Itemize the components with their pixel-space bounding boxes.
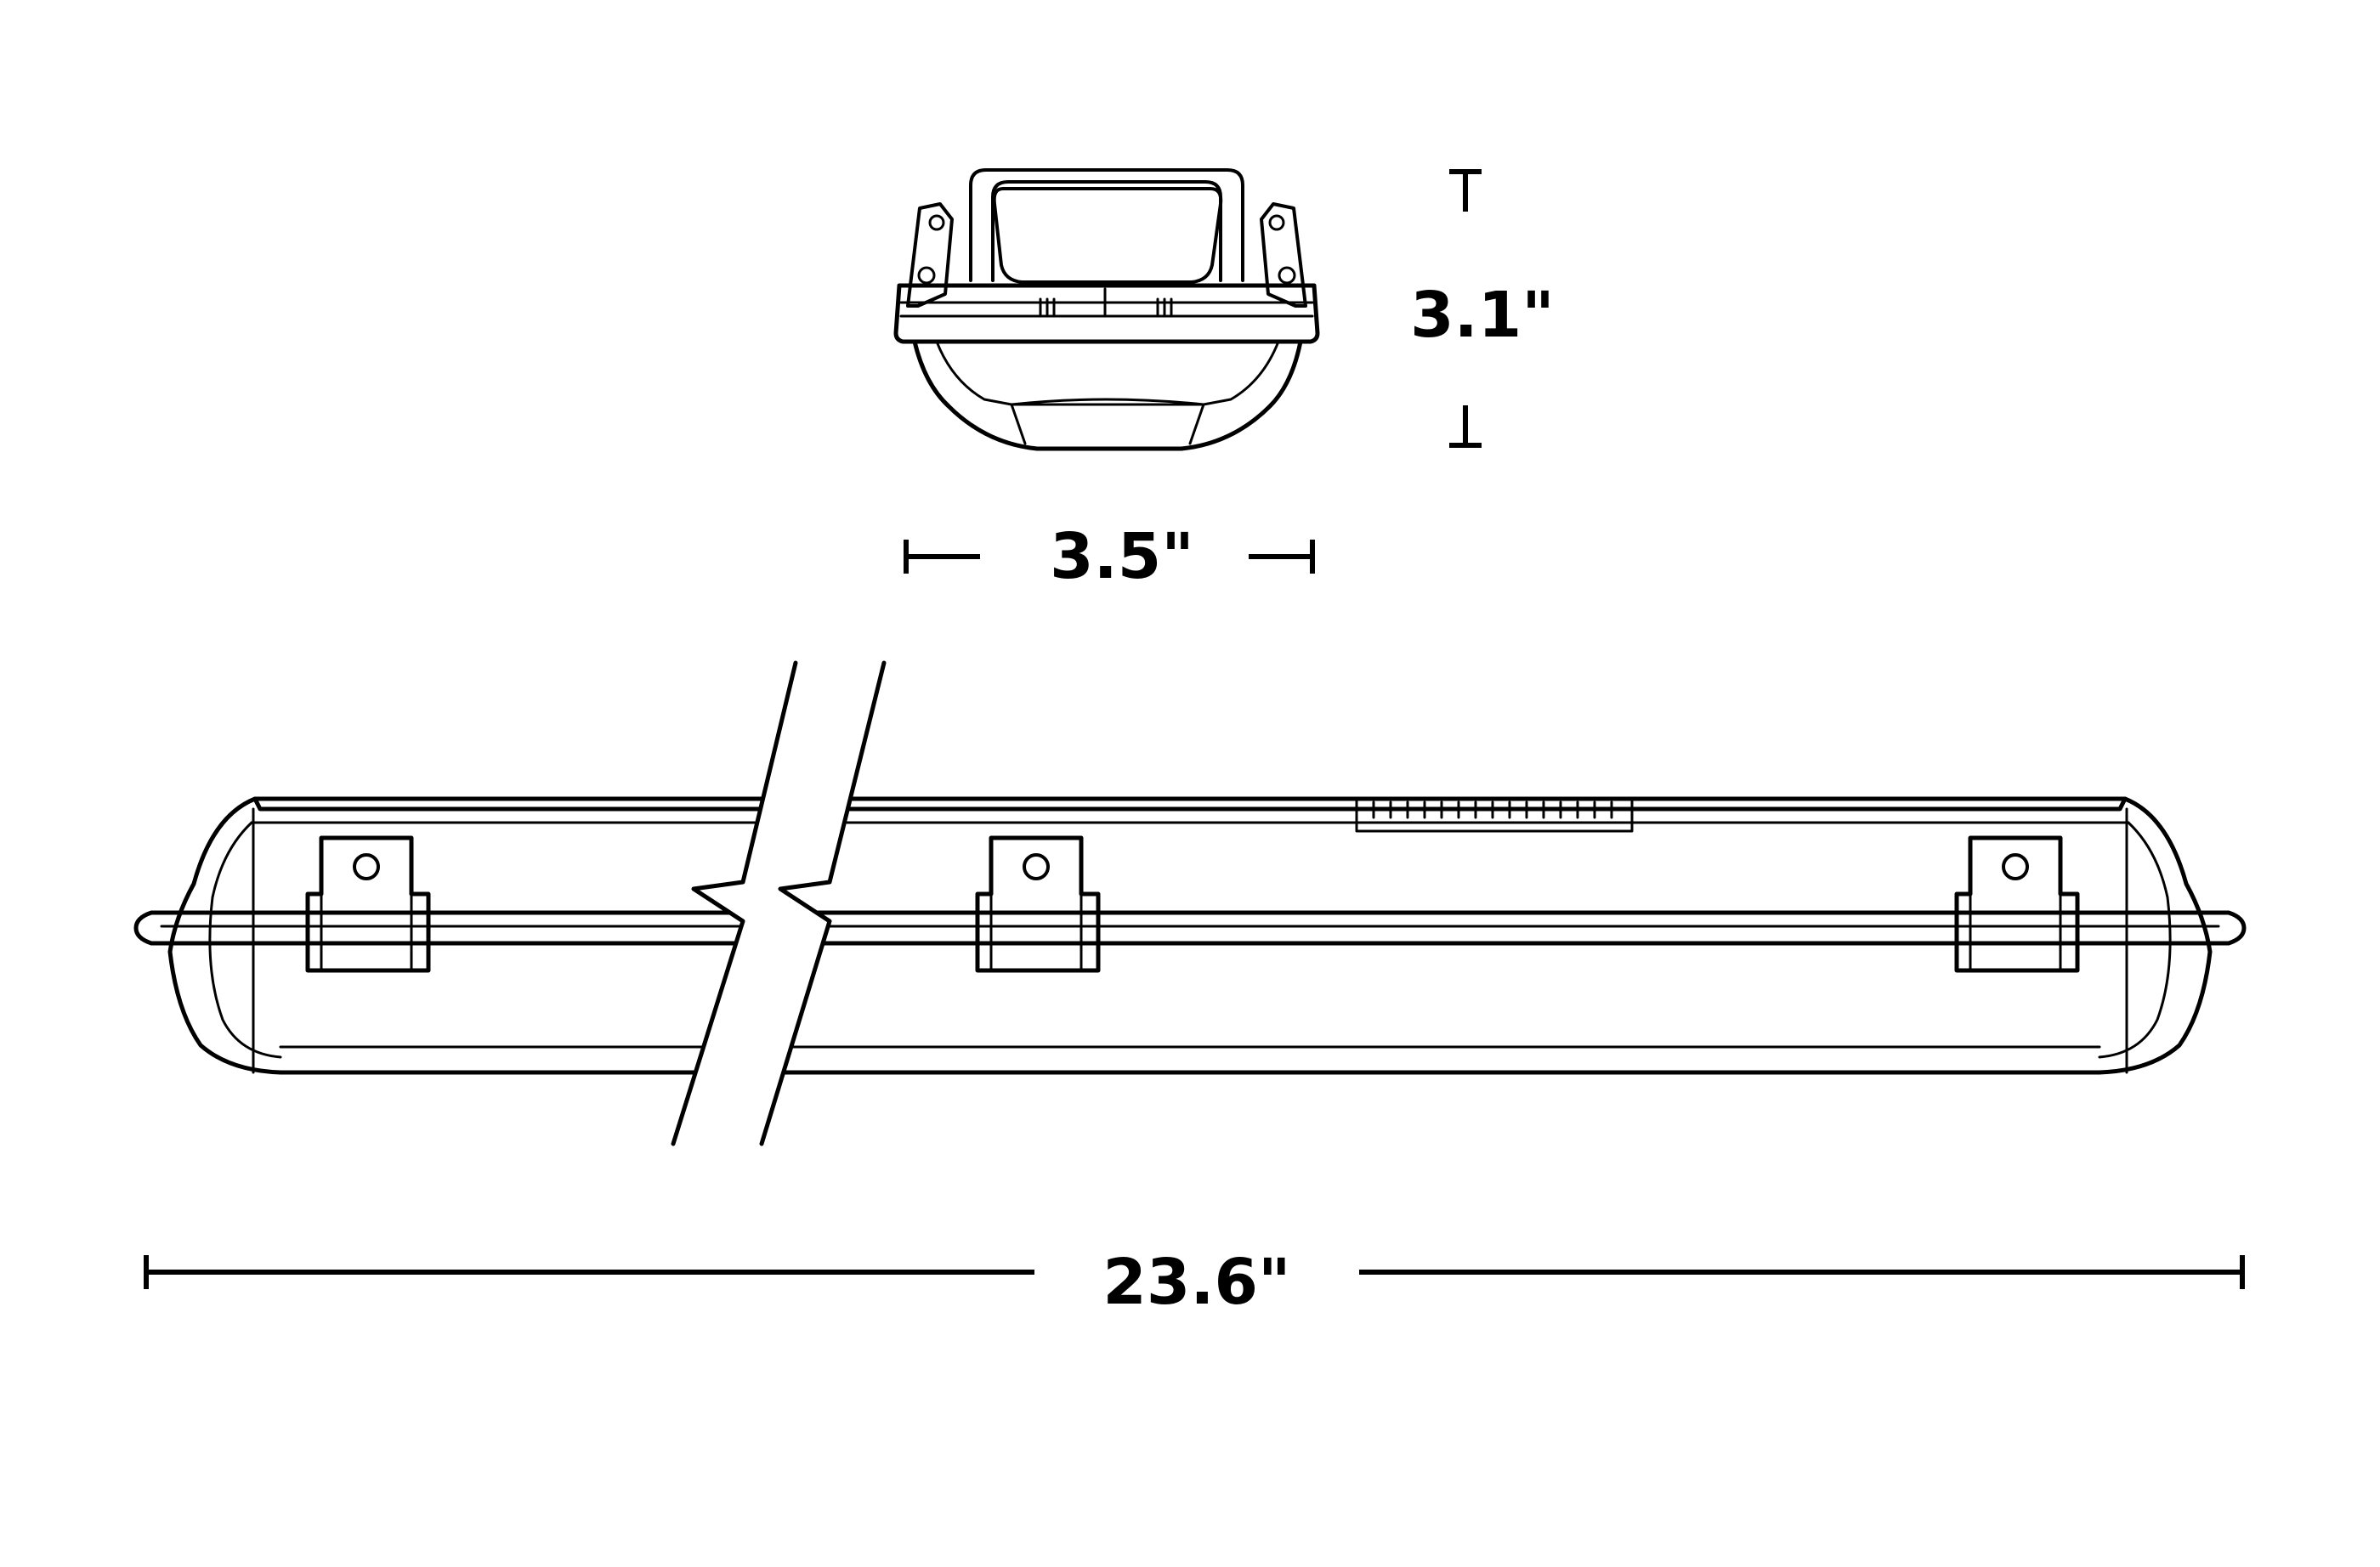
side-view-left-end-cap [167,796,283,1075]
end-view-left-screw-2 [917,266,936,285]
side-view-flange [133,910,2247,946]
end-view-lens-line [1010,403,1027,445]
side-view-clip-right [1954,835,2080,973]
side-view-clip-middle-screw [1023,853,1050,880]
side-view-clip-middle [975,835,1101,973]
end-view-housing-cap [969,168,1244,282]
side-view-break-symbol [671,660,887,1146]
end-view [893,168,1320,451]
end-view-slot-marks [1039,287,1173,318]
side-view [133,796,2247,1075]
length-dimension [144,1255,2245,1289]
side-view-clip-left-screw [353,853,380,880]
end-view-right-clip [1260,202,1307,308]
end-view-lens-bottom [1010,398,1205,406]
end-view-lens [912,339,1303,451]
side-view-left-end-cap-inner [208,821,282,1059]
width-label: 3.5" [1050,520,1194,593]
side-view-right-end-cap [2097,796,2213,1075]
width-dimension [904,540,1315,574]
side-view-clip-right-screw [2002,853,2029,880]
break-line-left [671,660,798,1146]
end-view-lens-inner [935,340,1280,406]
side-view-break-mask [673,663,884,1144]
end-view-housing-cap-inner [991,180,1222,282]
height-dimension [1449,169,1482,448]
side-view-vent [1355,797,1634,833]
length-label: 23.6" [1102,1246,1290,1319]
end-view-right-screw [1268,214,1285,231]
end-view-flange [893,283,1320,344]
end-view-lens-line-2 [1188,403,1205,445]
end-view-left-screw [928,214,945,231]
height-label: 3.1" [1410,279,1555,352]
break-line-right [759,660,887,1146]
end-view-window [992,187,1223,284]
end-view-left-clip [906,202,954,308]
end-view-right-screw-2 [1278,266,1296,285]
side-view-housing-top [252,796,2128,812]
side-view-right-end-cap-inner [2098,821,2172,1059]
side-view-clip-left [305,835,431,973]
